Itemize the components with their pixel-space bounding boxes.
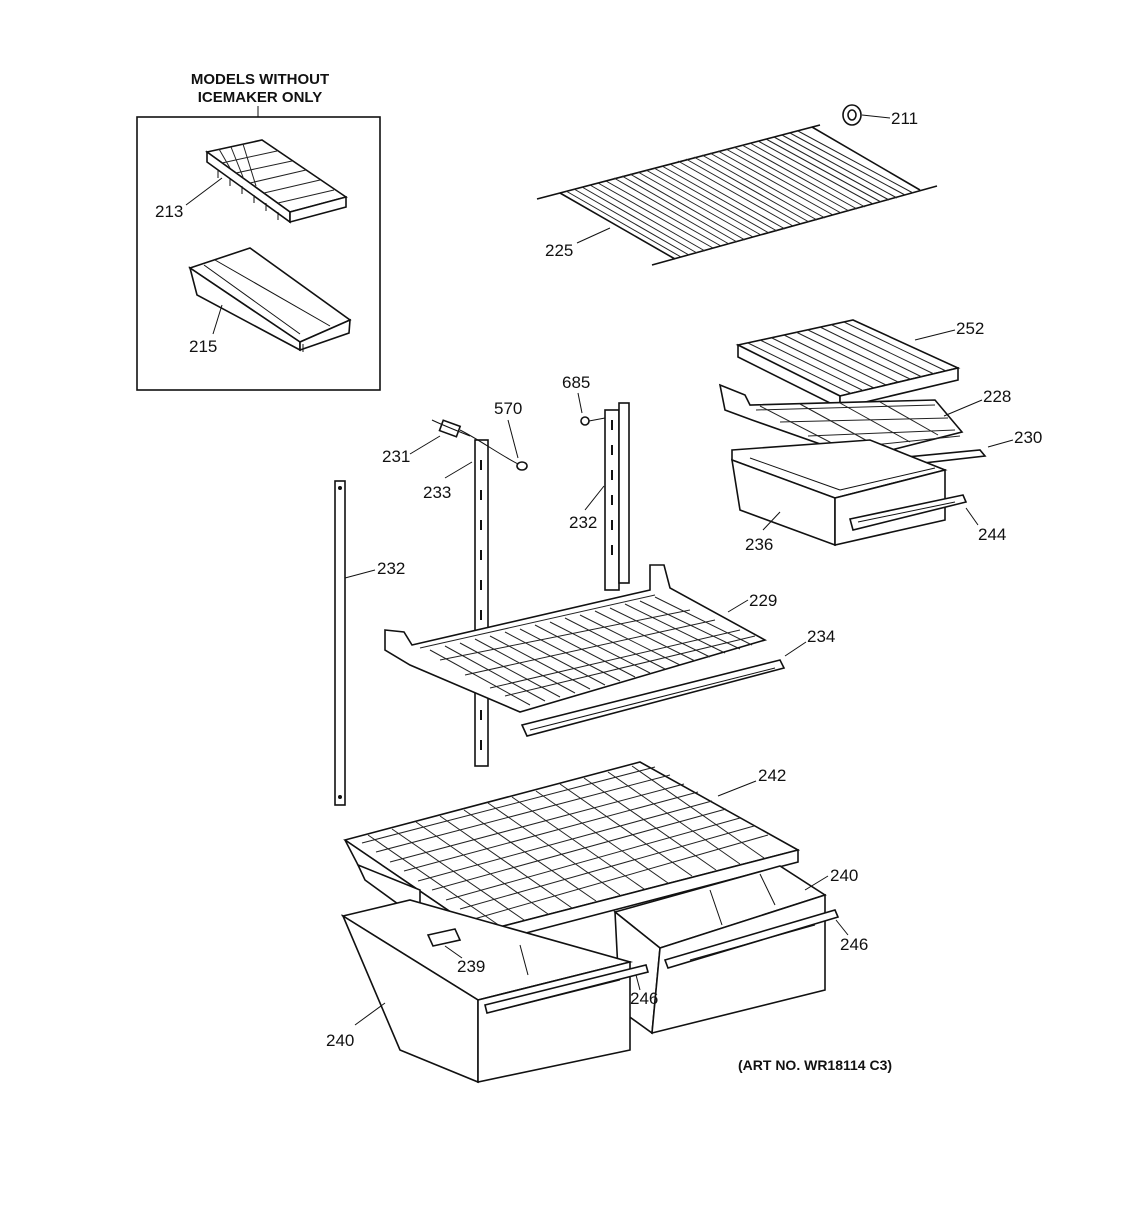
callout-246-left: 246 [630, 989, 658, 1008]
cover-support [426, 928, 462, 947]
screw [580, 416, 606, 426]
callout-239: 239 [457, 957, 485, 976]
callout-246-right: 246 [840, 935, 868, 954]
callout-244: 244 [978, 525, 1006, 544]
callout-229: 229 [749, 591, 777, 610]
art-number: (ART NO. WR18114 C3) [738, 1057, 892, 1073]
light-socket [431, 419, 521, 466]
meat-pan-assembly [718, 319, 987, 547]
callout-242: 242 [758, 766, 786, 785]
icemaker-inset: MODELS WITHOUT ICEMAKER ONLY [136, 71, 381, 391]
rail-left [334, 480, 346, 806]
inset-title-line2: ICEMAKER ONLY [198, 89, 322, 106]
callout-685: 685 [562, 373, 590, 392]
callout-232-right: 232 [569, 513, 597, 532]
callout-230: 230 [1014, 428, 1042, 447]
crisper-cover [343, 761, 801, 947]
callout-234: 234 [807, 627, 835, 646]
callout-228: 228 [983, 387, 1011, 406]
shelf-cap [842, 104, 862, 126]
crisper-drawer-right [613, 865, 840, 1035]
light-bulb [516, 461, 528, 471]
callout-231: 231 [382, 447, 410, 466]
top-wire-shelf [536, 124, 938, 266]
callout-236: 236 [745, 535, 773, 554]
callout-570: 570 [494, 399, 522, 418]
ice-tray [205, 139, 348, 224]
callout-240-left: 240 [326, 1031, 354, 1050]
callout-240-right: 240 [830, 866, 858, 885]
callout-213: 213 [155, 202, 183, 221]
callout-252: 252 [956, 319, 984, 338]
rail-center [474, 439, 489, 767]
crisper-drawer-left [340, 899, 649, 1084]
callout-225: 225 [545, 241, 573, 260]
inset-title-line1: MODELS WITHOUT [191, 71, 329, 88]
callout-211: 211 [891, 109, 918, 128]
rail-right [604, 402, 630, 591]
callout-215: 215 [189, 337, 217, 356]
inset-box [136, 116, 381, 391]
callout-232-left: 232 [377, 559, 405, 578]
callout-233: 233 [423, 483, 451, 502]
ice-bin [188, 247, 352, 352]
middle-wire-shelf [384, 564, 768, 713]
shelf-trim [520, 659, 786, 737]
